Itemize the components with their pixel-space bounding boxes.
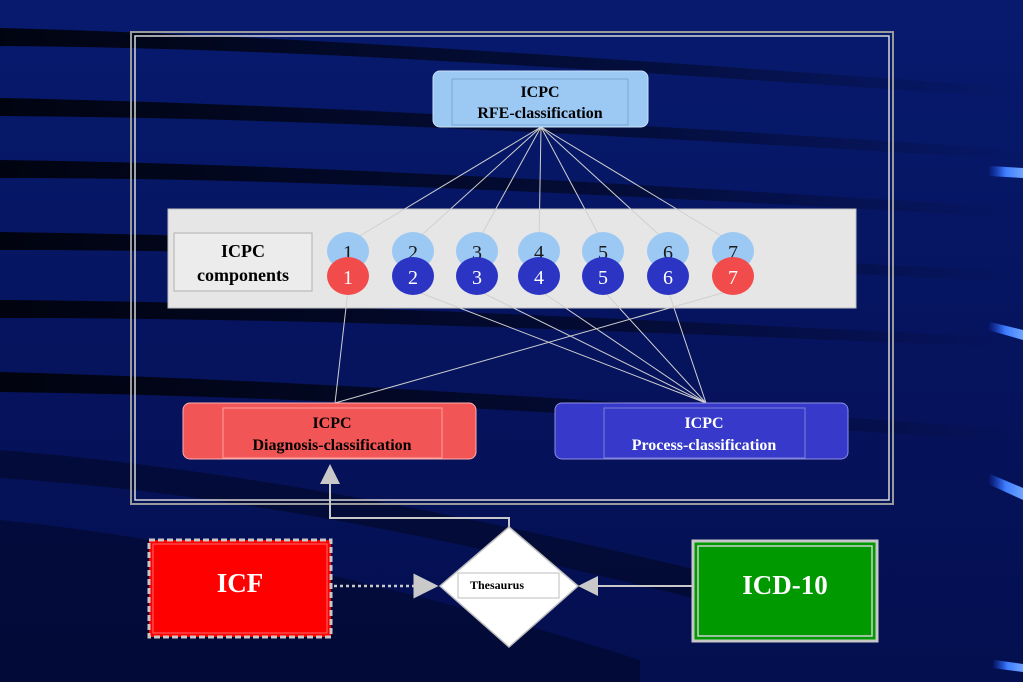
rfe-link-line-1 [347,126,542,244]
components-panel: ICPC components [167,208,857,309]
process-link-line-4 [538,289,707,404]
process-link-line-3 [476,289,707,404]
component-circle-2 [392,257,434,295]
classification-frame [130,31,894,505]
rfe-link-line-5 [540,126,604,244]
component-number-3: 3 [472,267,482,289]
components-label-line1: ICPC [221,241,265,261]
component-number-6: 6 [663,267,673,289]
process-label-line2: Process-classification [632,437,777,454]
rfe-component-number-6: 6 [663,242,673,264]
rfe-link-line-4 [538,126,542,244]
process-link-line-6 [667,289,707,404]
diagnosis-label-line2: Diagnosis-classification [252,437,411,454]
component-number-7: 7 [728,267,738,289]
thesaurus-diamond: Thesaurus [438,526,580,649]
rfe-component-number-7: 7 [728,242,738,264]
rfe-link-line-2 [412,126,542,244]
component-circle-1 [327,257,369,295]
rfe-component-number-3: 3 [472,242,482,264]
icd10-box: ICD-10 [691,539,879,643]
diagnosis-link-line-1 [334,289,349,404]
component-number-4: 4 [534,267,544,289]
process-link-line-2 [412,289,707,404]
diagnosis-link-line-7 [334,289,734,404]
rfe-label-line2: RFE-classification [477,105,602,122]
component-circle-5 [582,257,624,295]
connector-lines [334,126,734,404]
icd10-label: ICD-10 [742,570,828,600]
rfe-label-line1: ICPC [520,84,559,101]
component-number-2: 2 [408,267,418,289]
component-circles: 1 1 2 2 3 3 4 4 5 5 6 6 7 7 [327,232,754,295]
rfe-component-number-2: 2 [408,242,418,264]
component-circle-6 [647,257,689,295]
rfe-link-line-3 [476,126,542,244]
component-circle-3 [456,257,498,295]
components-label-line2: components [197,265,289,285]
rfe-link-line-7 [540,126,734,244]
thesaurus-to-diagnosis-arrow [320,464,510,527]
component-circle-4 [518,257,560,295]
process-link-line-5 [602,289,707,404]
component-circle-7 [712,257,754,295]
component-number-5: 5 [598,267,608,289]
icf-box: ICF [147,538,333,639]
diagnosis-label-line1: ICPC [312,415,351,432]
thesaurus-label: Thesaurus [470,578,524,592]
rfe-classification-box: ICPC RFE-classification [432,70,649,128]
component-number-1: 1 [343,267,353,289]
rfe-link-line-6 [540,126,669,244]
process-label-line1: ICPC [684,415,723,432]
rfe-component-number-5: 5 [598,242,608,264]
rfe-component-number-4: 4 [534,242,544,264]
rfe-component-number-1: 1 [343,242,353,264]
process-classification-box: ICPC Process-classification [554,402,849,460]
diagnosis-classification-box: ICPC Diagnosis-classification [182,402,477,460]
icf-label: ICF [217,568,264,598]
